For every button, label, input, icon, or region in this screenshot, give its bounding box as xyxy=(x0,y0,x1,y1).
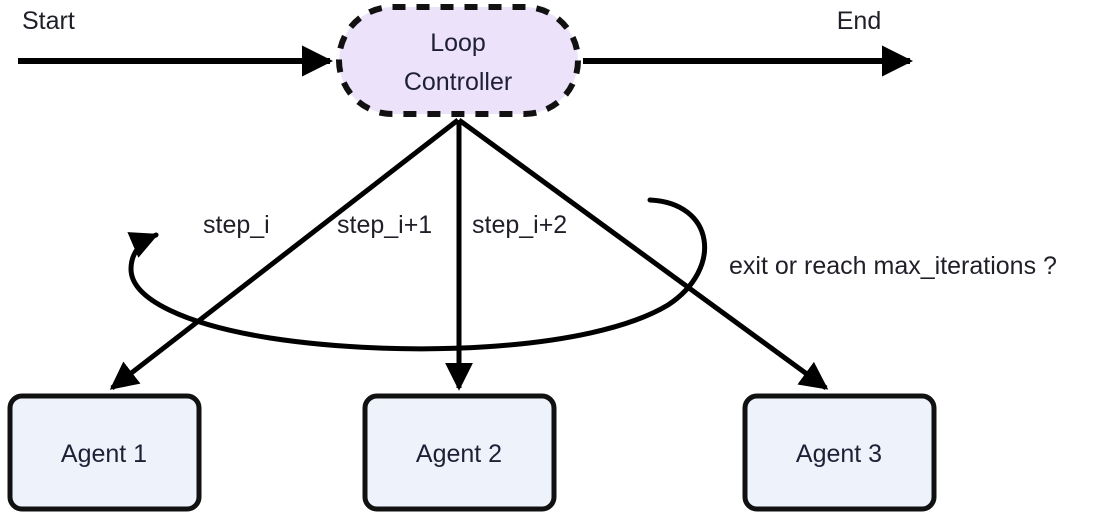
edge-label-loopback-condition: exit or reach max_iterations ? xyxy=(729,252,1057,280)
end-label: End xyxy=(837,7,881,35)
edge-label-step-i-plus-2: step_i+2 xyxy=(472,211,567,239)
loop-controller-node[interactable] xyxy=(336,4,581,117)
loop-controller-label-line1: Loop xyxy=(430,29,486,57)
agent-2-label: Agent 2 xyxy=(416,440,502,468)
edge-controller-to-agent-1 xyxy=(109,118,460,390)
agent-3-label: Agent 3 xyxy=(796,440,882,468)
edge-controller-to-agent-3 xyxy=(457,117,829,391)
agent-3-node[interactable] xyxy=(742,393,937,512)
agent-1-label: Agent 1 xyxy=(61,440,147,468)
loop-controller-label-line2: Controller xyxy=(404,68,512,96)
agent-2-node[interactable] xyxy=(362,393,557,512)
edge-label-step-i: step_i xyxy=(203,211,270,239)
edge-loopback-to-controller xyxy=(127,197,707,352)
agent-1-node[interactable] xyxy=(7,393,202,512)
edge-label-step-i-plus-1: step_i+1 xyxy=(337,211,432,239)
start-label: Start xyxy=(22,7,75,35)
